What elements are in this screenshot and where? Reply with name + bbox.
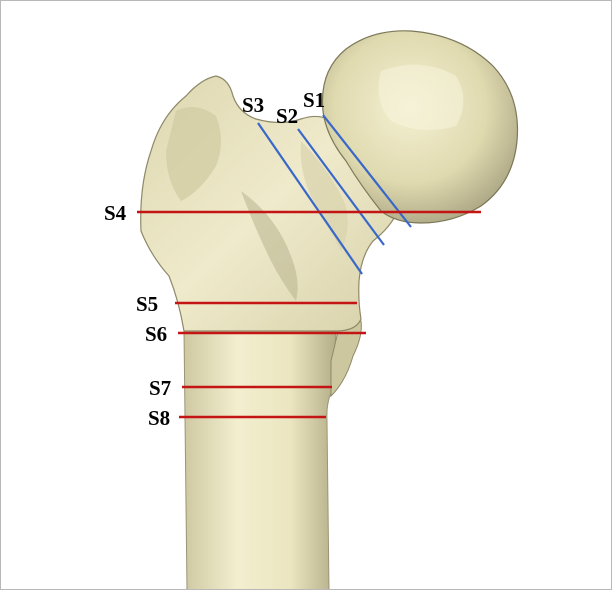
label-s6: S6 [145, 322, 167, 346]
label-s2: S2 [276, 104, 298, 128]
label-s7: S7 [149, 376, 171, 400]
label-s8: S8 [148, 406, 170, 430]
femur-shaft [184, 331, 336, 590]
femur-bone [141, 31, 518, 590]
label-s3: S3 [242, 93, 264, 117]
label-s1: S1 [303, 88, 325, 112]
head-highlight [379, 65, 464, 130]
label-s4: S4 [104, 201, 127, 225]
label-s5: S5 [136, 292, 158, 316]
